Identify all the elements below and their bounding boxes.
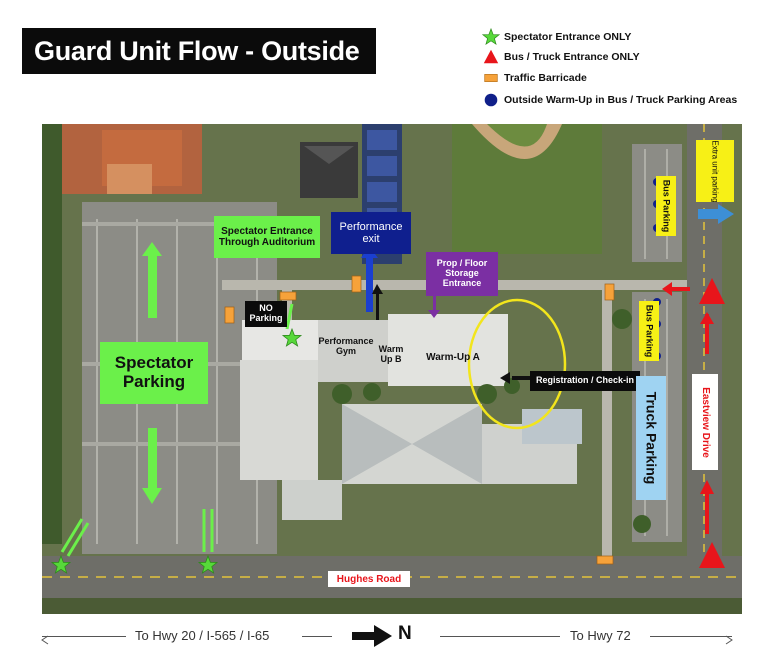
legend-item-bus-truck-entrance: Bus / Truck Entrance ONLY [482, 48, 762, 66]
orange-barricade-icon [482, 69, 504, 87]
page-title: Guard Unit Flow - Outside [22, 28, 376, 74]
legend-item-outside-warmup: Outside Warm-Up in Bus / Truck Parking A… [482, 91, 762, 109]
direction-to-hwy20: To Hwy 20 / I-565 / I-65 [135, 628, 270, 643]
legend-item-spectator-entrance: Spectator Entrance ONLY [481, 27, 762, 46]
legend-label: Spectator Entrance ONLY [504, 31, 632, 43]
warm-up-a-label: Warm-Up A [426, 351, 480, 363]
bus-parking-top-label: Bus Parking [656, 176, 676, 236]
right-direction-line [440, 636, 560, 637]
eastview-drive-label: Eastview Drive [692, 374, 718, 470]
extra-unit-arrow-icon [698, 204, 734, 224]
legend-item-traffic-barricade: Traffic Barricade [482, 69, 762, 87]
warm-up-b-label-box: Warm Up B [375, 330, 407, 380]
spectator-parking-label: Spectator Parking [114, 353, 194, 391]
hughes-road-label: Hughes Road [328, 571, 410, 587]
warm-up-b-label: Warm Up B [378, 344, 404, 364]
north-label: N [398, 623, 412, 644]
spectator-parking-callout: Spectator Parking [100, 342, 208, 404]
no-parking-label: NO Parking [249, 303, 283, 323]
left-arrowhead-icon [40, 632, 50, 645]
spectator-entrance-callout: Spectator Entrance Through Auditorium [214, 216, 320, 258]
blue-dot-icon [482, 91, 504, 109]
legend-label: Traffic Barricade [504, 72, 587, 84]
performance-gym-label-box: Performance Gym [318, 330, 374, 364]
prop-storage-label: Prop / Floor Storage Entrance [436, 258, 488, 288]
performance-exit-callout: Performance exit [331, 212, 411, 254]
eastview-drive-text: Eastview Drive [699, 386, 711, 458]
legend-label: Bus / Truck Entrance ONLY [504, 51, 640, 63]
left-direction-line [42, 636, 126, 637]
spectator-entrance-label: Spectator Entrance Through Auditorium [218, 226, 316, 248]
left-direction-line-2 [302, 636, 332, 637]
truck-parking-text: Truck Parking [643, 391, 659, 485]
performance-exit-label: Performance exit [339, 220, 403, 245]
bus-parking-top-text: Bus Parking [661, 179, 672, 233]
registration-callout: Registration / Check-in [530, 371, 640, 391]
hughes-road-text: Hughes Road [336, 573, 402, 585]
warm-up-a-label-box: Warm-Up A [426, 342, 480, 372]
performance-gym-label: Performance Gym [318, 336, 374, 356]
green-star-icon [481, 27, 504, 46]
right-direction-line-2 [650, 636, 732, 637]
north-arrow-icon [352, 624, 392, 648]
bus-parking-mid-text: Bus Parking [644, 304, 655, 358]
registration-label: Registration / Check-in [535, 375, 634, 386]
bus-parking-mid-label: Bus Parking [639, 301, 659, 361]
red-triangle-icon [482, 48, 504, 66]
no-parking-callout: NO Parking [245, 301, 287, 327]
aerial-site-map: Spectator Entrance Through Auditorium Pe… [42, 124, 742, 614]
prop-storage-callout: Prop / Floor Storage Entrance [426, 252, 498, 296]
direction-to-hwy72: To Hwy 72 [570, 628, 631, 643]
legend-label: Outside Warm-Up in Bus / Truck Parking A… [504, 94, 738, 106]
extra-unit-parking-text: Extra unit parking [710, 139, 720, 203]
direction-footer: To Hwy 20 / I-565 / I-65 N To Hwy 72 [0, 620, 763, 654]
truck-parking-label: Truck Parking [636, 376, 666, 500]
right-arrowhead-icon [724, 632, 734, 645]
extra-unit-parking-label: Extra unit parking [696, 140, 734, 202]
